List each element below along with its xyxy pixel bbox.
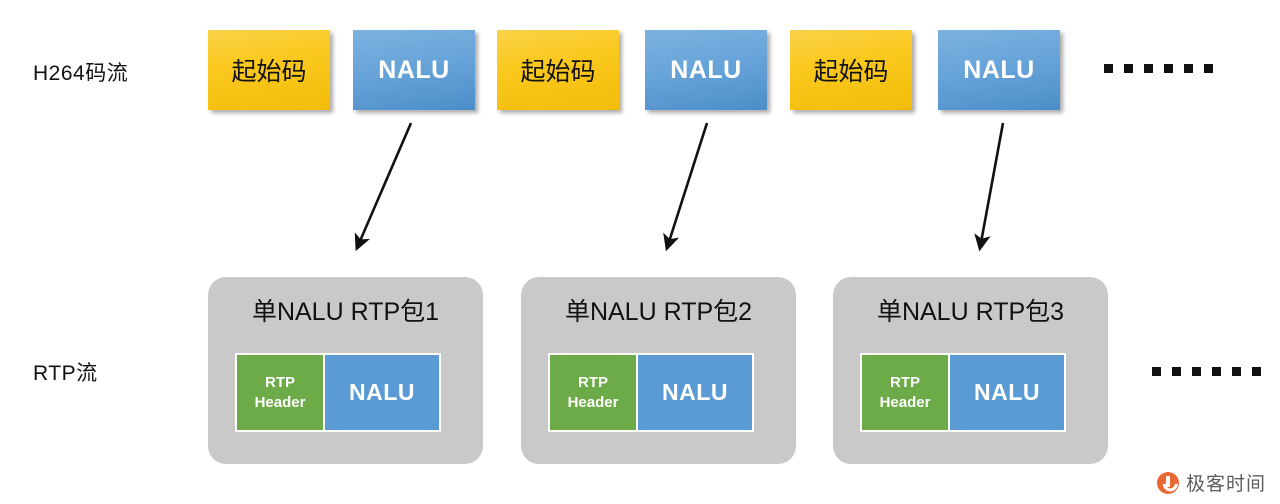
rtp-payload-cell-1: NALU	[325, 355, 439, 430]
rtp-header-line2: Header	[879, 393, 931, 411]
ellipsis-dot	[1212, 367, 1221, 376]
ellipsis-dot	[1172, 367, 1181, 376]
nalu-box-1: NALU	[353, 30, 475, 110]
ellipsis-dot	[1152, 367, 1161, 376]
nalu-box-2: NALU	[645, 30, 767, 110]
nalu-box-3: NALU	[938, 30, 1060, 110]
rtp-header-line1: RTP	[578, 374, 608, 391]
rtp-header-line2: Header	[567, 393, 619, 411]
rtp-packet-3: 单NALU RTP包3 RTP Header NALU	[833, 277, 1108, 464]
ellipsis-dot	[1232, 367, 1241, 376]
ellipsis-dot	[1164, 64, 1173, 73]
rtp-packet-1-title: 单NALU RTP包1	[251, 298, 440, 326]
ellipsis-dot	[1124, 64, 1133, 73]
rtp-packet-2: 单NALU RTP包2 RTP Header NALU	[521, 277, 796, 464]
rtp-packet-1-body: RTP Header NALU	[235, 353, 441, 432]
ellipsis-h264-stream	[1104, 64, 1213, 73]
arrow-nalu3-to-packet3	[974, 122, 1005, 252]
rtp-header-cell-1: RTP Header	[237, 355, 325, 430]
start-code-box-2: 起始码	[497, 30, 619, 110]
rtp-stream-row-label: RTP流	[33, 362, 98, 385]
rtp-packet-2-title: 单NALU RTP包2	[564, 298, 753, 326]
ellipsis-dot	[1104, 64, 1113, 73]
ellipsis-dot	[1184, 64, 1193, 73]
rtp-header-line1: RTP	[890, 374, 920, 391]
arrow-nalu2-to-packet2	[663, 122, 709, 252]
arrow-nalu1-to-packet1	[354, 122, 413, 252]
rtp-header-cell-2: RTP Header	[550, 355, 638, 430]
rtp-header-line1: RTP	[265, 374, 295, 391]
ellipsis-dot	[1192, 367, 1201, 376]
geektime-logo-icon	[1156, 471, 1179, 494]
ellipsis-rtp-stream	[1152, 367, 1261, 376]
rtp-packet-1: 单NALU RTP包1 RTP Header NALU	[208, 277, 483, 464]
ellipsis-dot	[1204, 64, 1213, 73]
rtp-packet-3-title: 单NALU RTP包3	[876, 298, 1065, 326]
rtp-payload-cell-2: NALU	[638, 355, 752, 430]
h264-stream-row-label: H264码流	[33, 62, 129, 85]
start-code-box-3: 起始码	[790, 30, 912, 110]
rtp-packet-2-body: RTP Header NALU	[548, 353, 754, 432]
rtp-header-line2: Header	[254, 393, 306, 411]
ellipsis-dot	[1252, 367, 1261, 376]
ellipsis-dot	[1144, 64, 1153, 73]
start-code-box-1: 起始码	[208, 30, 330, 110]
rtp-header-cell-3: RTP Header	[862, 355, 950, 430]
rtp-payload-cell-3: NALU	[950, 355, 1064, 430]
watermark: 极客时间	[1156, 469, 1266, 496]
rtp-packet-3-body: RTP Header NALU	[860, 353, 1066, 432]
watermark-label: 极客时间	[1185, 474, 1266, 495]
